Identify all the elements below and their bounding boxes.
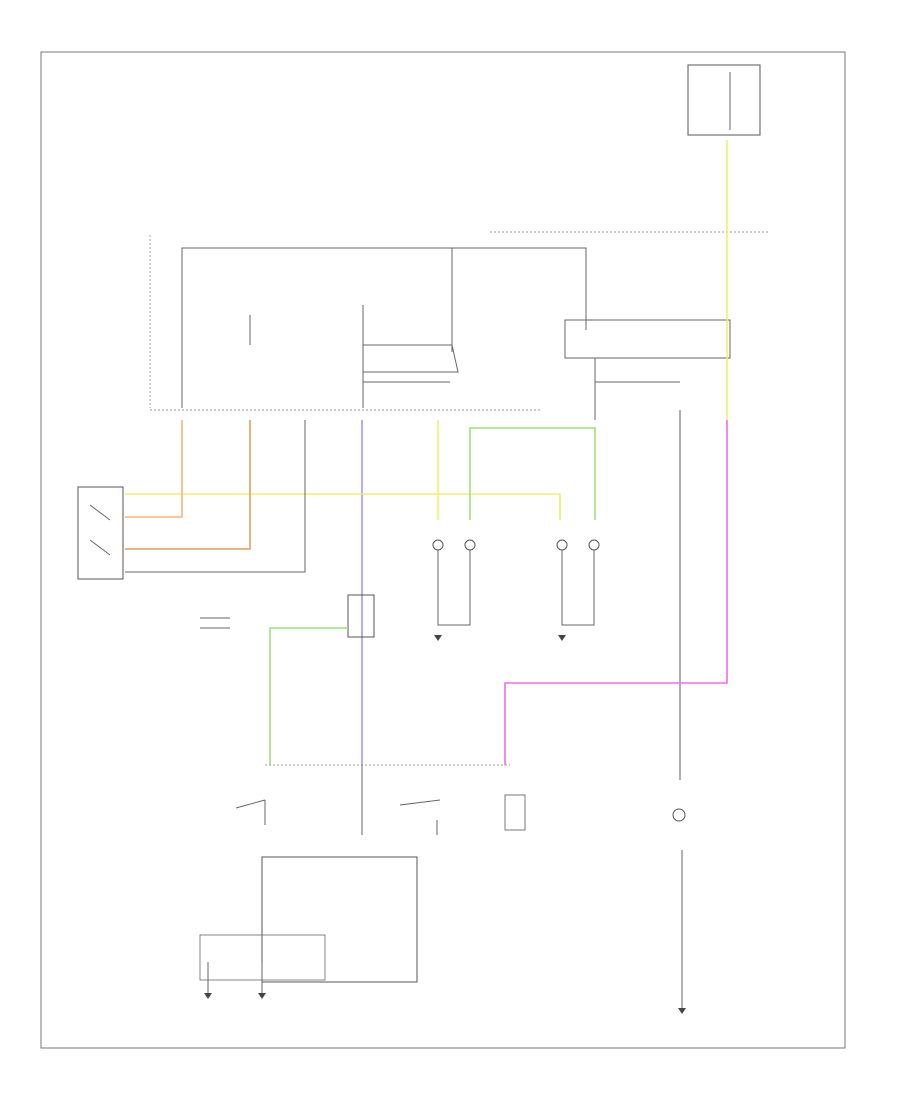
diagram-border xyxy=(40,51,846,1049)
fuse-block xyxy=(687,64,761,136)
ground-3 xyxy=(678,1008,686,1014)
wire-green-brake xyxy=(269,627,348,765)
wire-orange-tan xyxy=(125,420,251,550)
wire-gray-hazard xyxy=(125,420,306,573)
control-module xyxy=(199,856,418,993)
brake-switch xyxy=(200,594,375,638)
wire-orange xyxy=(125,420,183,518)
ground-1 xyxy=(204,993,212,999)
wire-magenta xyxy=(504,420,728,765)
wire-yellow-hazard xyxy=(125,493,561,520)
right-stop-lamp xyxy=(556,539,600,641)
turn-signal-switch xyxy=(181,247,731,420)
hazard-switch xyxy=(77,486,124,580)
lamp-bulb xyxy=(672,808,686,822)
left-stop-lamp xyxy=(432,539,476,641)
wire-green-right xyxy=(469,427,596,520)
ground-2 xyxy=(258,993,266,999)
